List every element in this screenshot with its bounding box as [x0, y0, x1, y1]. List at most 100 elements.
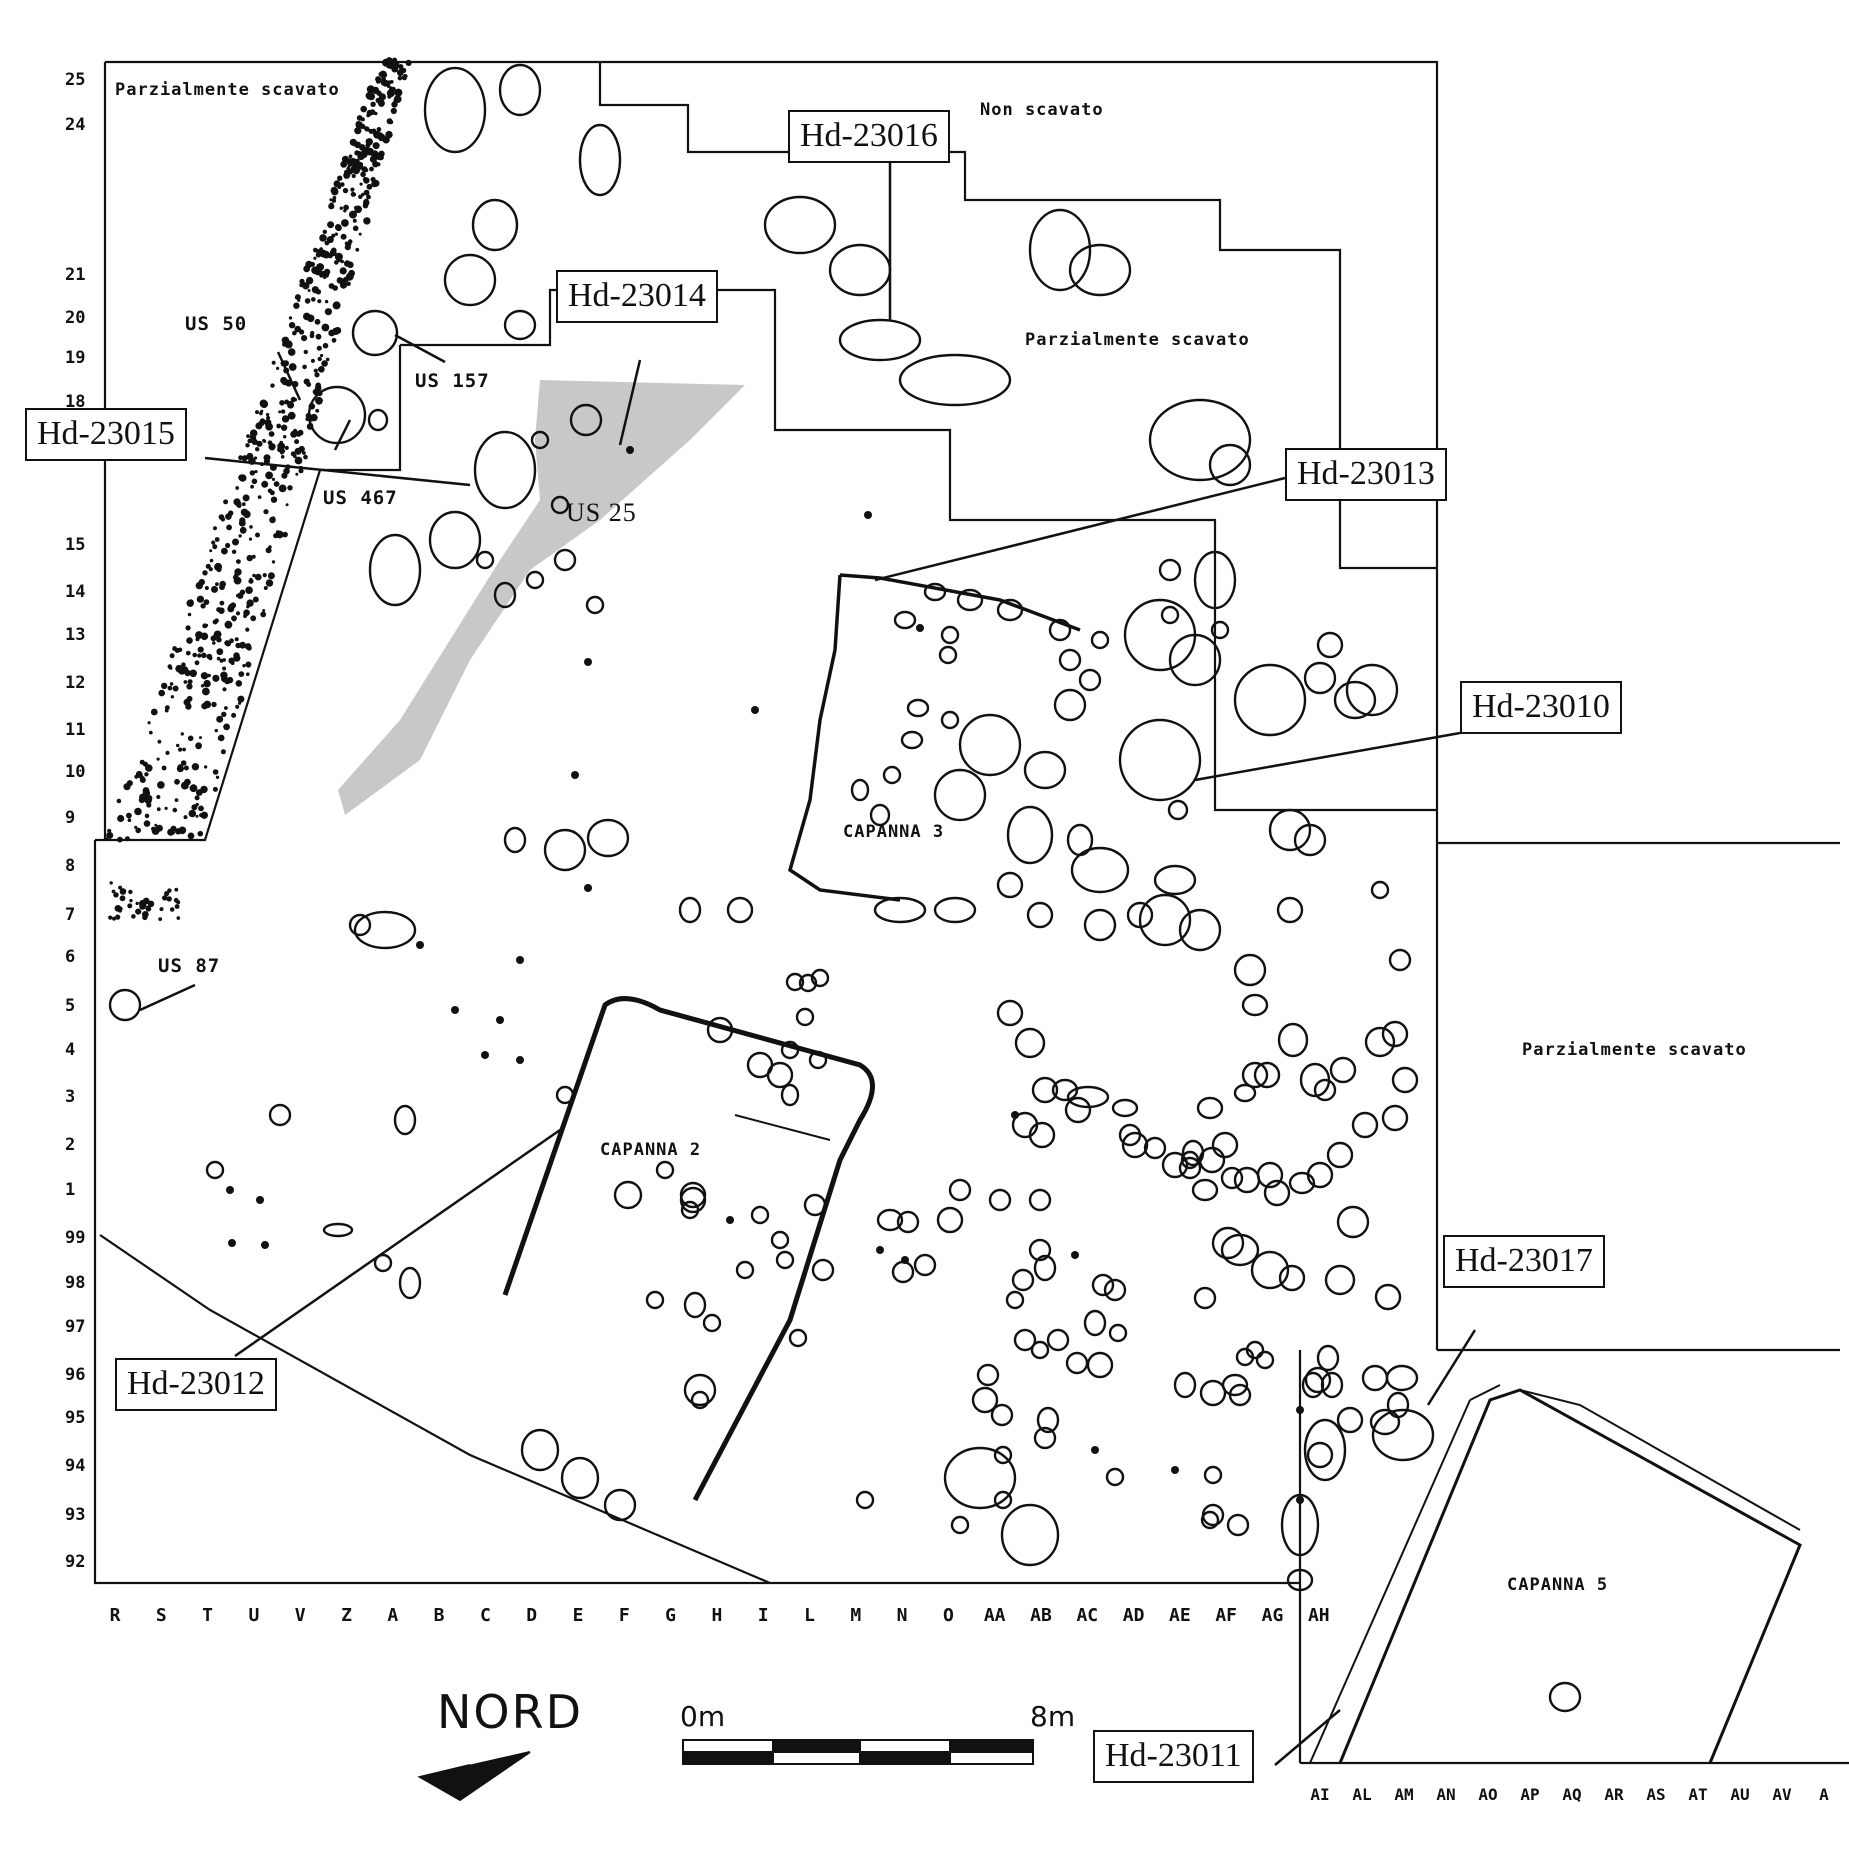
zone-label-partial-right: Parzialmente scavato	[1522, 1040, 1747, 1060]
small-feature-dot	[1171, 1466, 1179, 1474]
grid-column-label: E	[572, 1605, 584, 1626]
feature-pit	[1548, 1681, 1582, 1713]
stone-dot	[215, 775, 220, 779]
stone-dot	[127, 818, 132, 822]
grid-column-label: AT	[1688, 1785, 1708, 1804]
stone-dot	[126, 780, 133, 787]
feature-pit	[1068, 243, 1132, 297]
stone-dot	[192, 652, 197, 658]
stone-dot	[162, 895, 168, 901]
small-feature-dot	[1296, 1406, 1304, 1414]
grid-row-label: 10	[65, 762, 86, 782]
feature-pit	[1220, 1233, 1260, 1267]
stone-dot	[202, 687, 210, 696]
feature-pit	[803, 1193, 827, 1217]
stone-dot	[202, 623, 208, 629]
feature-pit	[1256, 1161, 1284, 1189]
stone-dot	[271, 360, 276, 365]
feature-pit	[1211, 1226, 1245, 1260]
grid-row-label: 14	[65, 582, 86, 602]
stone-dot	[117, 814, 125, 823]
feature-pit	[1333, 680, 1377, 720]
stone-dot	[119, 895, 126, 902]
feature-pit	[1316, 1344, 1340, 1372]
stone-dot	[246, 663, 251, 668]
stone-dot	[271, 477, 276, 481]
grid-column-label: B	[433, 1605, 445, 1626]
stone-dot	[157, 781, 165, 789]
stone-dot	[175, 664, 183, 673]
feature-pit	[958, 713, 1022, 777]
feature-pit	[1228, 1383, 1252, 1407]
feature-pit	[1180, 1150, 1200, 1170]
feature-pit	[735, 1260, 755, 1280]
feature-pit	[1031, 1076, 1059, 1104]
stone-dot	[252, 596, 259, 603]
stone-dot	[236, 503, 242, 509]
feature-pit	[706, 1016, 734, 1044]
stone-dot	[293, 398, 297, 402]
grid-column-label: AN	[1436, 1785, 1456, 1804]
feature-pit	[1083, 1309, 1107, 1337]
stone-dot	[214, 618, 219, 623]
stone-dot	[187, 703, 192, 708]
feature-pit	[1126, 901, 1154, 929]
grid-row-label: 2	[65, 1135, 76, 1155]
feature-pit	[1083, 908, 1117, 942]
feature-pit	[525, 570, 545, 590]
feature-pit	[586, 818, 630, 858]
small-feature-dot	[1091, 1446, 1099, 1454]
stone-dot	[284, 340, 293, 349]
sample-label-hd-23010: Hd-23010	[1460, 681, 1622, 734]
stone-dot	[319, 234, 327, 242]
us-25-shaded-area	[338, 380, 745, 815]
stone-dot	[233, 654, 241, 662]
stone-dot	[226, 676, 234, 684]
feature-pit	[1199, 1379, 1227, 1407]
stone-dot	[241, 502, 246, 507]
stone-dot	[239, 589, 246, 595]
grid-column-label: AQ	[1562, 1785, 1582, 1804]
feature-pit	[1143, 1136, 1167, 1160]
stone-dot	[315, 289, 322, 295]
feature-pit	[1066, 1085, 1110, 1109]
feature-pit	[1288, 1171, 1316, 1195]
stone-dot	[332, 301, 341, 310]
grid-row-label: 96	[65, 1365, 86, 1385]
feature-pit	[1167, 799, 1189, 821]
stone-dot	[316, 345, 322, 351]
stone-dot	[315, 252, 322, 258]
stone-dot	[169, 653, 175, 659]
stone-dot	[181, 666, 189, 674]
stone-dot	[268, 431, 275, 437]
stone-dot	[280, 424, 288, 431]
feature-pit	[1160, 605, 1180, 625]
stone-dot	[314, 392, 318, 396]
stone-dot	[191, 763, 200, 771]
feature-pit	[1241, 993, 1269, 1017]
stone-dot	[311, 297, 316, 302]
stone-dot	[144, 813, 150, 819]
stone-dot	[203, 765, 208, 769]
stone-dot	[164, 806, 168, 811]
stone-dot	[346, 166, 351, 171]
feature-pit	[1191, 1178, 1219, 1202]
stone-dot	[385, 130, 393, 139]
stone-dot	[376, 162, 381, 167]
feature-pit	[520, 1428, 560, 1472]
feature-pit	[1324, 1264, 1356, 1296]
stone-dot	[161, 765, 167, 771]
stone-dot	[188, 809, 197, 818]
stone-dot	[219, 584, 225, 591]
stone-dot	[301, 335, 308, 342]
feature-pit	[988, 1188, 1012, 1212]
small-feature-dot	[864, 511, 872, 519]
feature-pit	[838, 318, 922, 362]
stone-dot	[234, 568, 242, 576]
feature-pit	[428, 510, 482, 570]
stone-dot	[366, 183, 373, 190]
stone-dot	[318, 366, 325, 373]
scale-bar	[682, 1739, 1034, 1765]
stone-dot	[233, 576, 242, 585]
stone-dot	[265, 579, 274, 587]
